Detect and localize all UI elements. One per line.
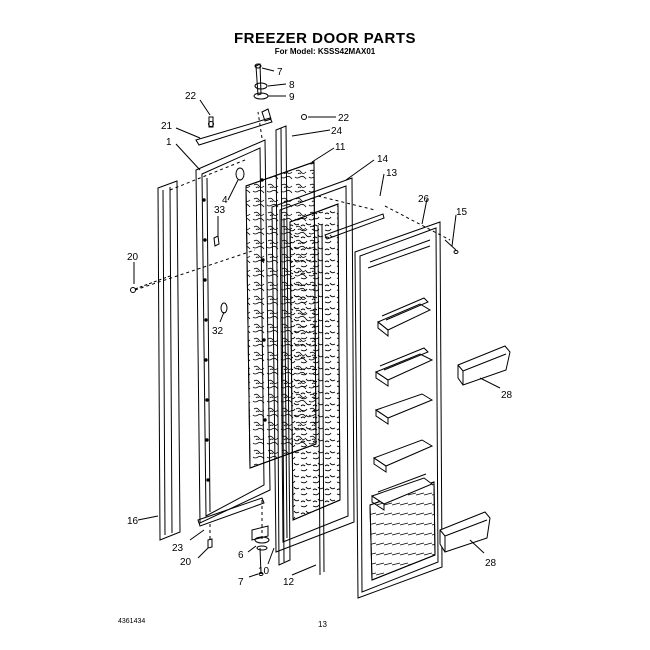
document-code: 4361434 (118, 618, 146, 625)
outer-door-panel (195, 139, 271, 524)
callout-labels: 7 8 9 22 21 1 22 24 11 14 13 4 33 26 15 … (127, 67, 513, 588)
callout-9: 9 (289, 92, 295, 103)
callout-20-upper: 20 (127, 252, 139, 263)
callout-14: 14 (377, 154, 389, 165)
callout-7-top: 7 (277, 67, 283, 78)
callout-26: 26 (418, 194, 430, 205)
diagram-title: FREEZER DOOR PARTS (233, 30, 417, 47)
inner-door-liner (354, 221, 443, 599)
top-hinge-assembly (195, 63, 307, 146)
callout-8: 8 (289, 80, 295, 91)
callout-6: 6 (238, 550, 244, 561)
callout-leaders (133, 67, 501, 578)
callout-28-upper: 28 (501, 390, 513, 401)
callout-20-lower: 20 (180, 557, 192, 568)
door-shelves (370, 297, 434, 511)
callout-13: 13 (386, 168, 398, 179)
door-handle-lower (439, 511, 491, 553)
callout-10: 10 (258, 566, 270, 577)
bottom-hinge-assembly (197, 497, 270, 576)
callout-33: 33 (214, 205, 226, 216)
model-subtitle: For Model: KSSS42MAX01 (274, 47, 376, 56)
page-number: 13 (318, 620, 327, 629)
screw-20-upper (130, 287, 136, 293)
callout-23: 23 (172, 543, 184, 554)
callout-21: 21 (161, 121, 173, 132)
callout-15: 15 (456, 207, 468, 218)
callout-7-bottom: 7 (238, 577, 244, 588)
callout-4: 4 (222, 195, 228, 206)
callout-1: 1 (166, 137, 172, 148)
alignment-lines (134, 111, 451, 540)
callout-11: 11 (335, 142, 346, 153)
door-seal-rods (317, 213, 385, 576)
door-liner-frame (271, 177, 355, 553)
callout-12: 12 (283, 577, 295, 588)
callout-22-right: 22 (338, 113, 350, 124)
callout-22-left: 22 (185, 91, 197, 102)
door-trim-strip-16 (157, 180, 181, 541)
door-handle-upper (457, 345, 511, 386)
callout-32: 32 (212, 326, 224, 337)
callout-24: 24 (331, 126, 343, 137)
callout-28-lower: 28 (485, 558, 497, 569)
callout-16: 16 (127, 516, 139, 527)
